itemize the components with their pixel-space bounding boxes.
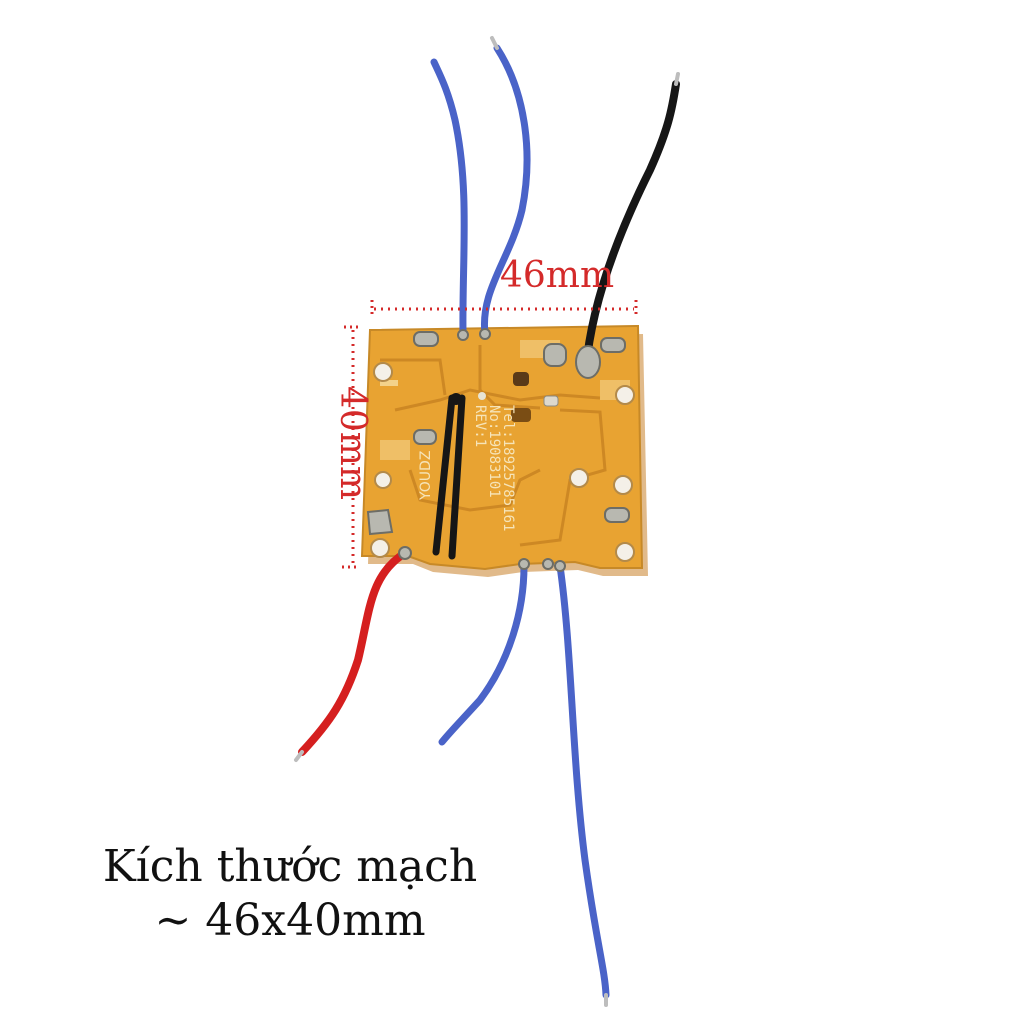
size-caption: Kích thước mạch ~ 46x40mm: [60, 840, 520, 948]
black-component-leads: [432, 394, 466, 560]
height-dimension-line: [342, 325, 362, 569]
blue-wire-top-left: [430, 58, 468, 338]
caption-line-2: ~ 46x40mm: [154, 895, 426, 946]
red-wire-bottom: [298, 549, 409, 756]
width-dimension-label: 46mm: [500, 255, 615, 296]
blue-wire-bottom-left: [438, 562, 528, 746]
height-dimension-label: 40mm: [332, 385, 373, 501]
black-wire-top: [582, 80, 680, 372]
caption-line-1: Kích thước mạch: [102, 841, 478, 892]
blue-wire-top-right: [480, 44, 531, 338]
width-dimension-line: [370, 300, 638, 318]
smd-components: [478, 372, 559, 422]
pcb-text-tel: Tel:18925785161: [500, 405, 516, 531]
pcb-text-brand: YOUDZ: [418, 451, 434, 501]
pcb-text-rev: REV:1: [472, 405, 488, 447]
pcb-traces: [380, 345, 607, 547]
mounting-holes: [370, 362, 635, 562]
blue-wire-bottom-right: [556, 562, 610, 999]
pcb-text-no: No:19083101: [486, 405, 502, 498]
solder-pads: [366, 331, 630, 536]
